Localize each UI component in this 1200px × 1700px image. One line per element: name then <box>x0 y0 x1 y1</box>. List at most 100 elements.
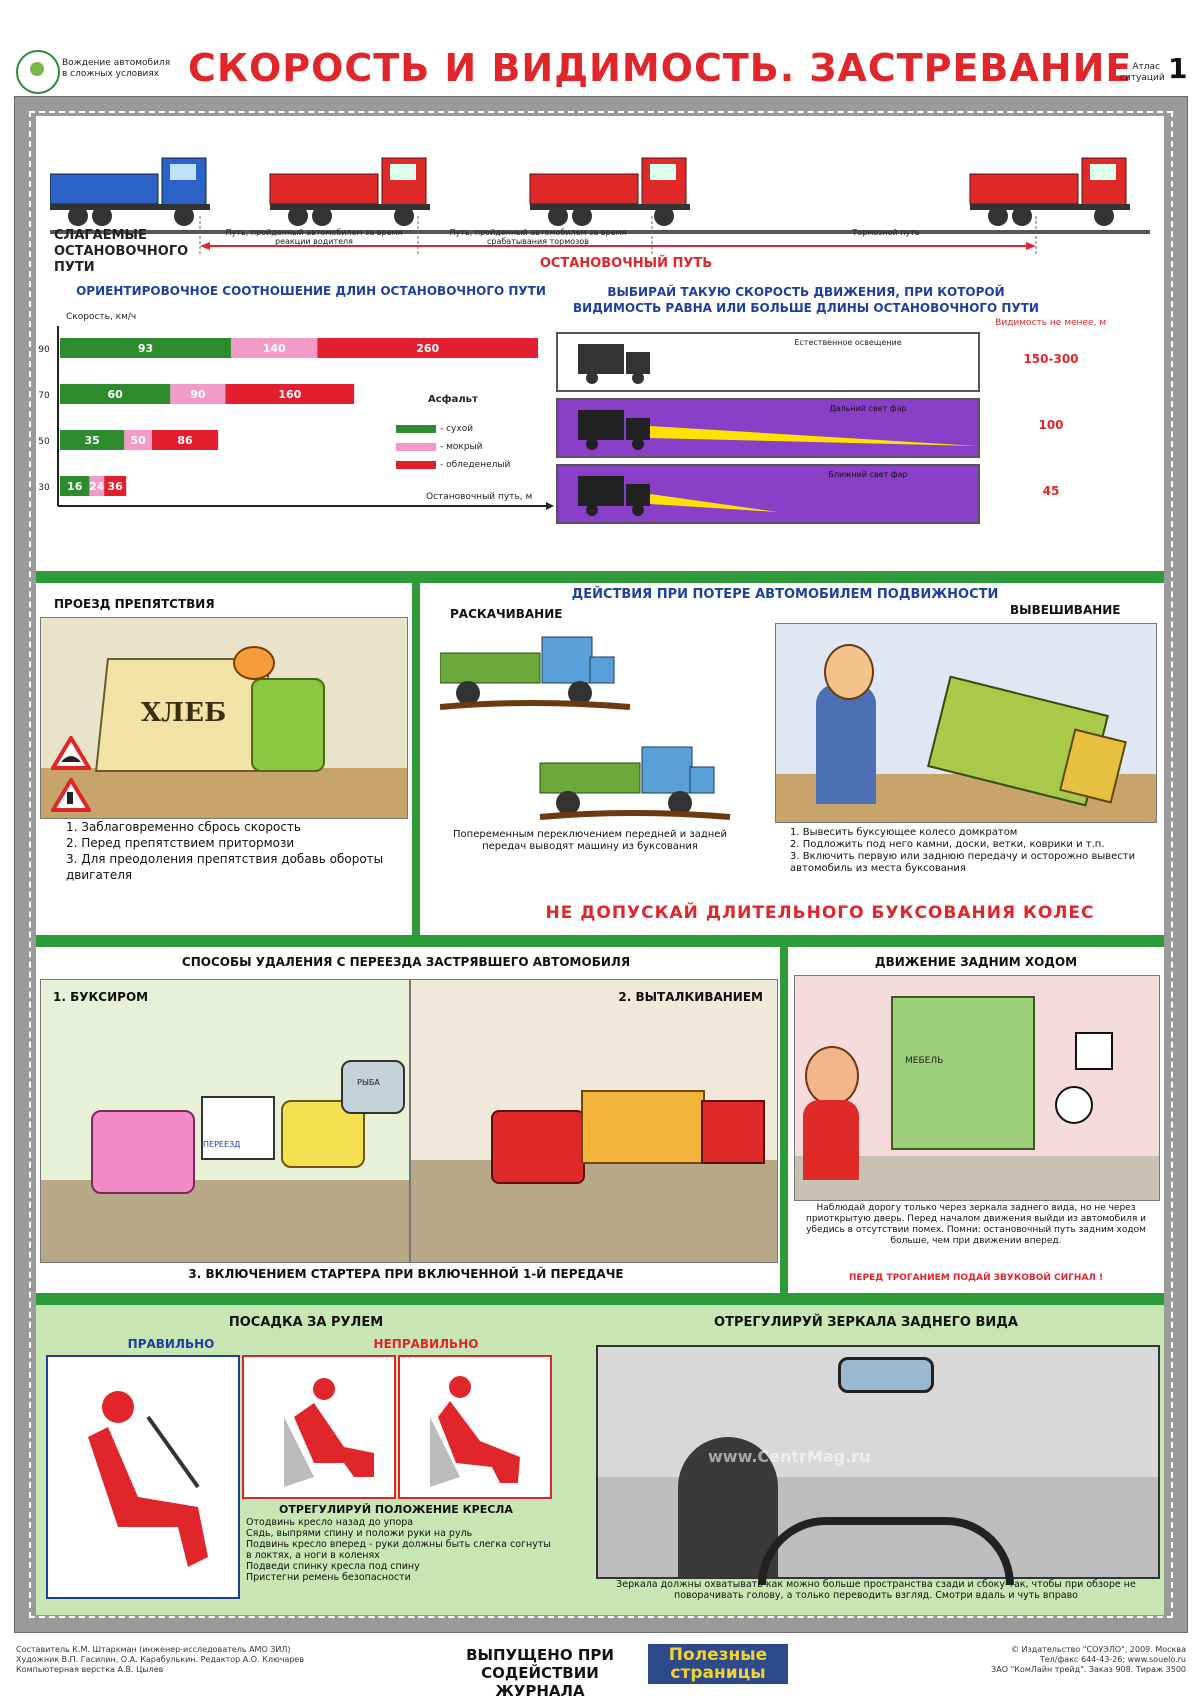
obstacle-step-1: 1. Заблаговременно сбрось скорость <box>66 820 301 834</box>
credit-3: Компьютерная верстка А.В. Цылев <box>16 1665 164 1674</box>
road-dirt <box>41 768 407 818</box>
speed-tick-label: 70 <box>38 391 50 401</box>
stopping-path-label: ОСТАНОВОЧНЫЙ ПУТЬ <box>496 256 756 271</box>
red-truck-cab <box>491 1110 585 1184</box>
magazine-logo: Полезные страницы <box>648 1644 788 1684</box>
published-line-2: СОДЕЙСТВИИ ЖУРНАЛА <box>481 1664 599 1700</box>
visibility-column-header: Видимость не менее, м <box>995 318 1106 328</box>
crossing-section: СПОСОБЫ УДАЛЕНИЯ С ПЕРЕЕЗДА ЗАСТРЯВШЕГО … <box>36 947 780 1293</box>
mirrors-title: ОТРЕГУЛИРУЙ ЗЕРКАЛА ЗАДНЕГО ВИДА <box>714 1315 1018 1330</box>
method-starter-label: 3. ВКЛЮЧЕНИЕМ СТАРТЕРА ПРИ ВКЛЮЧЕННОЙ 1-… <box>188 1267 624 1281</box>
bar-value-label: 60 <box>107 388 123 401</box>
bar-segment <box>89 476 105 496</box>
push-illustration: 2. ВЫТАЛКИВАНИЕМ <box>410 979 778 1263</box>
magazine-line-1: Полезные <box>668 1645 768 1665</box>
mechanic-head <box>824 644 874 700</box>
visibility-row-daylight: Естественное освещение <box>556 332 980 392</box>
green-divider-v2 <box>780 947 788 1293</box>
braking-path-label: Тормозной путь <box>852 228 920 237</box>
stopping-distance-section: СЛАГАЕМЫЕ ОСТАНОВОЧНОГО ПУТИ Путь, пройд… <box>36 116 1164 571</box>
truck-cab <box>251 678 325 772</box>
stuck-warning: НЕ ДОПУСКАЙ ДЛИТЕЛЬНОГО БУКСОВАНИЯ КОЛЕС <box>545 903 1095 923</box>
rocking-truck-2 <box>539 746 731 820</box>
published-notice: ВЫПУЩЕНО ПРИ СОДЕЙСТВИИ ЖУРНАЛА <box>440 1646 640 1700</box>
visibility-row-low-beam: Ближний свет фар <box>556 464 980 524</box>
correct-seating-image <box>46 1355 240 1599</box>
publisher-logo <box>16 50 60 94</box>
legend-title: Асфальт <box>428 394 478 405</box>
obstacle-title: ПРОЕЗД ПРЕПЯТСТВИЯ <box>54 597 215 611</box>
visibility-label-daylight: Естественное освещение <box>794 338 902 347</box>
footer-credits: Составитель К.М. Штаркман (инженер-иссле… <box>16 1645 316 1675</box>
lifting-step-1: 1. Вывесить буксующее колесо домкратом <box>790 827 1018 838</box>
truck-blue <box>50 157 210 226</box>
bread-truck-label: ХЛЕБ <box>141 698 227 728</box>
reverse-warning: ПЕРЕД ТРОГАНИЕМ ПОДАЙ ЗВУКОВОЙ СИГНАЛ ! <box>848 1273 1104 1283</box>
incorrect-seating-image-2 <box>398 1355 552 1499</box>
visibility-row-high-beam: Дальний свет фар <box>556 398 980 458</box>
worried-man-head <box>805 1046 859 1106</box>
legend-item-wet: - мокрый <box>396 438 510 456</box>
seat-step-3: Подвинь кресло вперед - руки должны быть… <box>246 1539 551 1561</box>
correct-label: ПРАВИЛЬНО <box>127 1337 215 1351</box>
published-line-1: ВЫПУЩЕНО ПРИ <box>466 1646 614 1664</box>
legend-label-icy: - обледенелый <box>440 460 511 470</box>
bar-segment <box>60 476 90 496</box>
x-axis-label: Остановочный путь, м <box>426 492 533 502</box>
bar-segment <box>124 430 152 450</box>
rocking-illustration <box>440 636 731 820</box>
reverse-truck-label: МЕБЕЛЬ <box>905 1056 944 1066</box>
atlas-label: Атлас ситуаций <box>1120 62 1165 84</box>
lifting-step-3: 3. Включить первую или заднюю передачу и… <box>790 851 1136 874</box>
worried-man-body <box>803 1100 859 1180</box>
method-push-label: 2. ВЫТАЛКИВАНИЕМ <box>618 990 763 1004</box>
seat-adjust-title: ОТРЕГУЛИРУЙ ПОЛОЖЕНИЕ КРЕСЛА <box>279 1503 513 1516</box>
lifting-step-2: 2. Подложить под него камни, доски, ветк… <box>790 839 1105 850</box>
road-line <box>50 230 1150 234</box>
tow-illustration: 1. БУКСИРОМ ПЕРЕЕЗД РЫБА <box>40 979 410 1263</box>
crossing-ground-2 <box>411 1160 777 1262</box>
visibility-value-high-beam: 100 <box>1038 418 1064 432</box>
mechanic-body <box>816 684 876 804</box>
driver-head <box>233 646 275 680</box>
publisher-line-1: © Издательство "СОУЭЛО", 2009. Москва <box>1010 1645 1186 1654</box>
path-dividers <box>199 216 1037 256</box>
seat-step-4: Подведи спинку кресла под спину <box>246 1561 420 1572</box>
series-line-2: в сложных условиях <box>62 69 160 79</box>
high-beam-icon <box>578 410 978 450</box>
tank-truck <box>341 1060 405 1114</box>
visibility-title: ВЫБИРАЙ ТАКУЮ СКОРОСТЬ ДВИЖЕНИЯ, ПРИ КОТ… <box>573 285 1039 315</box>
frame-dashed-border <box>29 111 1173 1618</box>
seat-step-1: Отодвинь кресло назад до упора <box>246 1517 414 1528</box>
green-divider-1 <box>36 571 1164 583</box>
bar-segment <box>60 430 125 450</box>
seat-step-2: Сядь, выпрями спину и положи руки на рул… <box>246 1528 473 1539</box>
legend-swatch-wet <box>396 443 436 451</box>
bar-segment <box>151 430 219 450</box>
watermark: www.CentrMag.ru <box>708 1447 871 1466</box>
obstacle-step-3: 3. Для преодоления препятствия добавь об… <box>66 852 384 882</box>
seating-title: ПОСАДКА ЗА РУЛЕМ <box>228 1315 384 1330</box>
rearview-mirror <box>838 1357 934 1393</box>
speed-tick-label: 50 <box>38 437 50 447</box>
correct-driver-icon <box>88 1391 208 1567</box>
driver-silhouette <box>678 1437 778 1577</box>
bar-value-label: 90 <box>190 388 206 401</box>
bar-value-label: 140 <box>263 342 286 355</box>
legend-swatch-icy <box>396 461 436 469</box>
seat-adjust-steps: Отодвинь кресло назад до упора Сядь, вып… <box>246 1517 556 1583</box>
page-number: 1 <box>1168 52 1188 85</box>
visibility-label-low-beam: Ближний свет фар <box>828 470 908 479</box>
reverse-section: ДВИЖЕНИЕ ЗАДНИМ ХОДОМ МЕБЕЛЬ Наблюдай до… <box>788 947 1164 1293</box>
pink-van <box>91 1110 195 1194</box>
bar-value-label: 16 <box>67 480 83 493</box>
reverse-text: Наблюдай дорогу только через зеркала зад… <box>806 1203 1146 1246</box>
series-line-1: Вождение автомобиля <box>62 58 171 68</box>
bar-segment <box>230 338 318 358</box>
bar-value-label: 260 <box>416 342 439 355</box>
bar-value-label: 50 <box>130 434 146 447</box>
legend-label-dry: - сухой <box>440 424 474 434</box>
van-label: ПЕРЕЕЗД <box>203 1140 241 1149</box>
